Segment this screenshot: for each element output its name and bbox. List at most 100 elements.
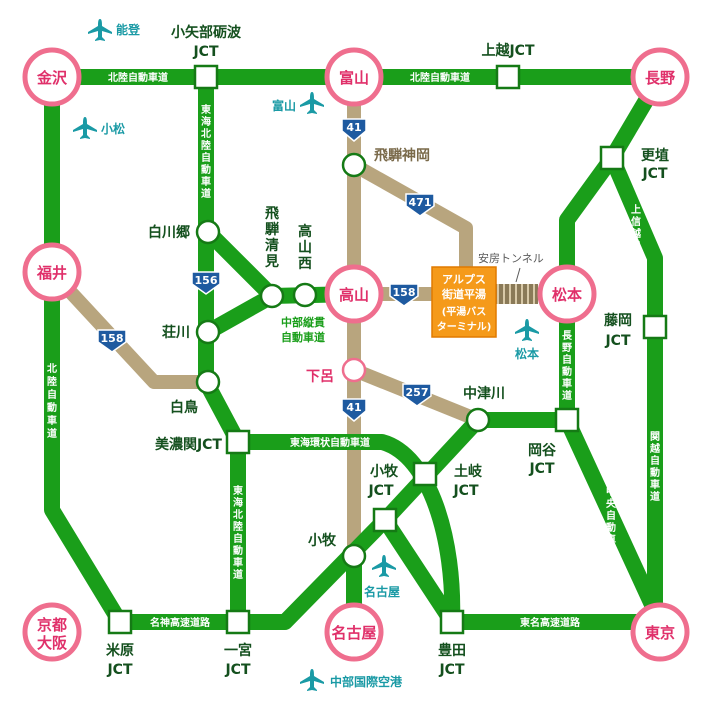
hokuriku-vertical-label: 道 xyxy=(47,427,57,440)
tokai-kanjo-south-road xyxy=(377,512,460,630)
tokai-hokuriku-top-label: 東 xyxy=(201,103,211,116)
joshinetsu-road xyxy=(559,69,668,630)
ic-hida-kamioka: 飛騨神岡 xyxy=(373,147,430,164)
tokai-hokuriku-top-label: 陸 xyxy=(201,139,211,152)
kanetsu-label: 自 xyxy=(650,454,660,467)
jct-joetsu: 上越JCT xyxy=(481,42,534,59)
chuo-exp-label: 央 xyxy=(606,497,617,510)
hokuriku-vertical-label: 車 xyxy=(47,414,57,427)
jct-square-icon xyxy=(642,314,668,340)
airport-noto: 能登 xyxy=(116,22,141,37)
route-shield-icon: 41 xyxy=(341,118,367,142)
route-shield-icon: 158 xyxy=(97,329,127,353)
city-tokyo: 東京 xyxy=(645,624,675,642)
airplane-icon xyxy=(88,19,112,41)
airports: 能登 富山 小松 松本 名古屋 中部国際空港 xyxy=(73,19,539,691)
kanetsu-label: 関 xyxy=(650,431,660,443)
joshinetsu-label: 道 xyxy=(631,275,641,288)
jct-square-icon xyxy=(225,609,251,635)
jct-toyota-jct: JCT xyxy=(438,662,464,678)
kanetsu-label: 道 xyxy=(650,490,660,503)
jct-square-icon xyxy=(372,507,398,533)
joshinetsu-label: 信 xyxy=(631,215,641,228)
airport-nagoya: 名古屋 xyxy=(364,584,400,599)
ic-nakatsugawa: 中津川 xyxy=(463,385,505,402)
ic-circle-icon xyxy=(341,543,367,569)
jct-maibara-jct: JCT xyxy=(106,662,132,678)
kanetsu-label: 車 xyxy=(650,478,660,491)
jct-square-icon xyxy=(495,64,521,90)
ic-shirotori: 白鳥 xyxy=(170,399,198,416)
jct-square-icon xyxy=(193,64,219,90)
ic-komaki: 小牧 xyxy=(308,532,337,549)
tokai-hokuriku-bottom-label: 車 xyxy=(233,556,243,569)
nagano-exp-label: 動 xyxy=(562,365,572,378)
jct-square-icon xyxy=(599,145,625,171)
airport-chubu: 中部国際空港 xyxy=(330,674,403,689)
ic-circle-icon xyxy=(195,369,221,395)
ic-circle-icon xyxy=(195,219,221,245)
jct-toyota-name: 豊田 xyxy=(438,642,466,659)
nagano-exp-label: 自 xyxy=(562,353,572,366)
airport-toyama: 富山 xyxy=(272,98,296,113)
jct-square-icon xyxy=(225,429,251,455)
jct-okaya-jct: JCT xyxy=(528,461,554,477)
route-158-west-road xyxy=(45,265,215,389)
city-toyama: 富山 xyxy=(339,69,369,87)
tokai-hokuriku-bottom-label: 動 xyxy=(233,544,243,557)
ic-shirakawago: 白川郷 xyxy=(148,224,190,241)
ic-hida-kiyomi: 飛 xyxy=(264,206,279,222)
tokai-hokuriku-top-label: 車 xyxy=(201,175,211,188)
jct-ichinomiya-jct: JCT xyxy=(224,662,250,678)
route-shield-icon: 156 xyxy=(191,271,221,295)
city-kyoto: 京都 xyxy=(37,616,67,634)
city-matsumoto: 松本 xyxy=(552,286,582,304)
airplane-icon xyxy=(300,669,324,691)
route-41-top: 41 xyxy=(346,121,361,134)
tokai-hokuriku-top-label: 動 xyxy=(201,163,211,176)
route-158-east: 158 xyxy=(393,286,416,299)
jct-komaki-name: 小牧 xyxy=(370,463,399,480)
city-takayama: 高山 xyxy=(339,286,369,304)
tokai-hokuriku-bottom-label: 道 xyxy=(233,568,243,581)
ic-markers xyxy=(195,152,491,569)
airplane-icon xyxy=(73,117,97,139)
jct-komaki-jct: JCT xyxy=(367,483,393,499)
tokai-hokuriku-top-label: 北 xyxy=(201,127,211,140)
city-kanazawa: 金沢 xyxy=(36,69,68,87)
jct-toki-name: 土岐 xyxy=(454,463,483,480)
route-shield-icon: 158 xyxy=(389,283,419,307)
jct-koyabe-name: 小矢部砺波 xyxy=(171,24,242,41)
jct-square-icon xyxy=(439,609,465,635)
joshinetsu-label: 動 xyxy=(631,251,641,264)
chuo-exp-label: 自 xyxy=(606,509,616,522)
joshinetsu-label: 自 xyxy=(631,239,641,252)
terminal-line2: 街道平湯 xyxy=(441,287,486,301)
nagano-exp-label: 長 xyxy=(562,330,573,342)
airport-komatsu: 小松 xyxy=(101,121,125,136)
jct-minokamo: 美濃関JCT xyxy=(155,436,222,453)
tokai-kanjo-label: 東海環状自動車道 xyxy=(290,436,370,449)
ic-hida-kiyomi: 騨 xyxy=(264,221,279,238)
route-257: 257 xyxy=(406,386,429,399)
airport-matsumoto: 松本 xyxy=(515,346,539,361)
gero-marker xyxy=(341,357,367,383)
route-shields: 41 41 471 156 158 158 257 xyxy=(97,118,435,422)
jct-maibara-name: 米原 xyxy=(106,642,134,659)
route-shield-icon: 257 xyxy=(402,383,432,407)
city-fukui: 福井 xyxy=(36,264,67,282)
tunnel-label: 安房トンネル xyxy=(478,251,544,265)
jct-square-icon xyxy=(554,407,580,433)
labels: 小矢部砺波 JCT 上越JCT 更埴 JCT 藤岡 JCT 岡谷 JCT 美濃関… xyxy=(106,24,669,678)
jct-square-icon xyxy=(412,461,438,487)
city-markers: 金沢 富山 長野 福井 高山 松本 京都 大阪 名古屋 東京 xyxy=(22,47,690,662)
nagano-exp-label: 野 xyxy=(562,342,572,354)
hokuriku-vertical-label: 動 xyxy=(47,401,57,414)
gero-label: 下呂 xyxy=(306,369,334,385)
chuo-exp-road xyxy=(559,412,668,630)
tomei-label: 東名高速道路 xyxy=(520,616,581,629)
jct-ichinomiya-name: 一宮 xyxy=(224,642,252,659)
ic-takayama-nishi: 高 xyxy=(298,223,312,240)
jct-fujioka-name: 藤岡 xyxy=(604,312,632,329)
